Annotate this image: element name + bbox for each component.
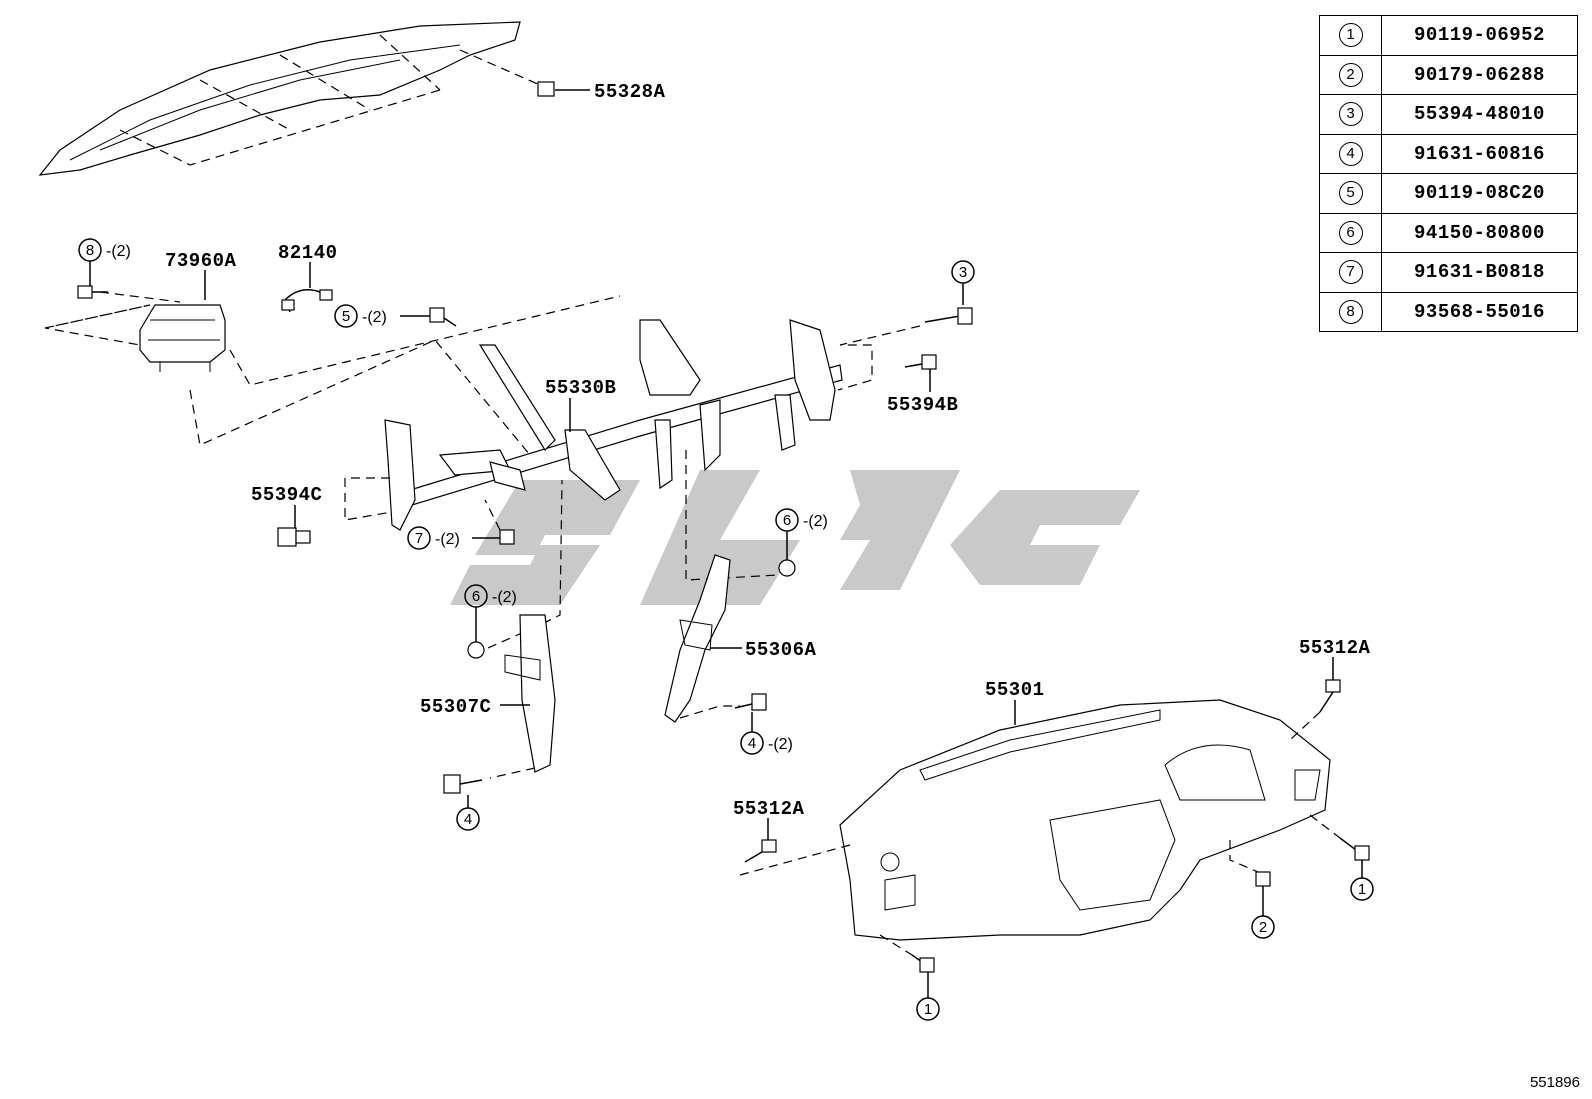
screw-5[interactable]	[429, 307, 457, 327]
airbag-module	[139, 304, 226, 372]
legend-part-number: 90119-06952	[1381, 15, 1578, 56]
diagram-id: 551896	[1529, 1074, 1580, 1091]
svg-text:-(2): -(2)	[768, 736, 793, 753]
cross-car-beam	[384, 319, 843, 531]
legend-row: 6 94150-80800	[1319, 212, 1578, 253]
legend-part-number: 90179-06288	[1381, 54, 1578, 95]
svg-text:8: 8	[86, 242, 94, 259]
screw-8[interactable]	[77, 285, 108, 299]
callout-5: 5 -(2)	[334, 304, 387, 328]
legend-index: 1	[1338, 23, 1363, 48]
callout-1-bottom: 1	[916, 997, 940, 1021]
nut-55394C[interactable]	[277, 505, 311, 547]
svg-text:-(2): -(2)	[106, 243, 131, 260]
screw-7[interactable]	[484, 499, 515, 545]
brace-55307C	[504, 614, 556, 773]
legend-part-number: 91631-B0818	[1381, 252, 1578, 293]
svg-text:1: 1	[1358, 881, 1366, 898]
label-55301: 55301	[985, 679, 1045, 701]
label-82140: 82140	[278, 242, 338, 264]
callout-1-right: 1	[1350, 877, 1374, 901]
screw-1-bottom[interactable]	[911, 954, 935, 973]
svg-text:-(2): -(2)	[435, 531, 460, 548]
legend-index: 3	[1338, 102, 1363, 127]
label-55394C: 55394C	[251, 484, 322, 506]
callout-2: 2	[1251, 915, 1275, 939]
instrument-panel	[839, 699, 1331, 941]
legend-row: 4 91631-60816	[1319, 133, 1578, 174]
legend-index: 5	[1338, 181, 1363, 206]
legend-index: 6	[1338, 220, 1363, 245]
legend-index: 2	[1338, 62, 1363, 87]
svg-text:2: 2	[1259, 919, 1267, 936]
callout-8: 8 -(2)	[78, 238, 131, 262]
callout-3: 3	[951, 260, 975, 284]
callout-4-left: 4	[456, 807, 480, 831]
legend-row: 8 93568-55016	[1319, 291, 1578, 332]
callout-6-right: 6 -(2)	[775, 508, 828, 532]
svg-text:3: 3	[959, 264, 967, 281]
legend-part-number: 90119-08C20	[1381, 173, 1578, 214]
nut-55394B[interactable]	[904, 354, 937, 392]
legend-part-number: 91631-60816	[1381, 133, 1578, 174]
label-55312A-right: 55312A	[1299, 637, 1371, 659]
svg-text:4: 4	[464, 811, 472, 828]
watermark-logo	[450, 470, 1140, 605]
parts-legend-table: 1 90119-06952 2 90179-06288 3 55394-48010 4 916…	[1319, 15, 1578, 332]
label-73960A: 73960A	[165, 250, 237, 272]
clip-55312A-left[interactable]	[744, 839, 777, 863]
svg-text:5: 5	[342, 308, 350, 325]
nut-6-right[interactable]	[778, 559, 796, 577]
svg-text:6: 6	[783, 512, 791, 529]
label-55307C: 55307C	[420, 696, 491, 718]
legend-index: 4	[1338, 141, 1363, 166]
bolt-3[interactable]	[924, 307, 973, 325]
legend-part-number: 93568-55016	[1381, 291, 1578, 332]
legend-row: 3 55394-48010	[1319, 94, 1578, 135]
top-cover-panel	[38, 21, 541, 176]
label-55312A-left: 55312A	[733, 798, 805, 820]
bolt-4-left[interactable]	[443, 774, 483, 794]
wire-harness-82140	[281, 289, 333, 313]
nut-6-left[interactable]	[467, 641, 485, 659]
svg-text:-(2): -(2)	[492, 589, 517, 606]
screw-1-right[interactable]	[1339, 837, 1370, 861]
bolt-4-right[interactable]	[734, 693, 767, 711]
svg-text:6: 6	[472, 588, 480, 605]
svg-text:-(2): -(2)	[803, 513, 828, 530]
legend-index: 7	[1338, 260, 1363, 285]
label-55330B: 55330B	[545, 377, 616, 399]
legend-row: 1 90119-06952	[1319, 15, 1578, 56]
legend-part-number: 94150-80800	[1381, 212, 1578, 253]
legend-index: 8	[1338, 299, 1363, 324]
label-55328A: 55328A	[594, 81, 666, 103]
legend-row: 5 90119-08C20	[1319, 173, 1578, 214]
clip-55328A[interactable]	[537, 81, 590, 97]
nut-2[interactable]	[1255, 871, 1271, 887]
clip-55312A-right[interactable]	[1319, 679, 1341, 713]
svg-text:1: 1	[924, 1001, 932, 1018]
legend-row: 7 91631-B0818	[1319, 252, 1578, 293]
brace-55306A	[664, 554, 731, 723]
label-55306A: 55306A	[745, 639, 817, 661]
svg-text:-(2): -(2)	[362, 309, 387, 326]
legend-part-number: 55394-48010	[1381, 94, 1578, 135]
callout-7: 7 -(2)	[407, 526, 460, 550]
legend-row: 2 90179-06288	[1319, 54, 1578, 95]
callout-4-right: 4 -(2)	[740, 731, 793, 755]
svg-text:4: 4	[748, 735, 756, 752]
svg-text:7: 7	[415, 530, 423, 547]
label-55394B: 55394B	[887, 394, 958, 416]
